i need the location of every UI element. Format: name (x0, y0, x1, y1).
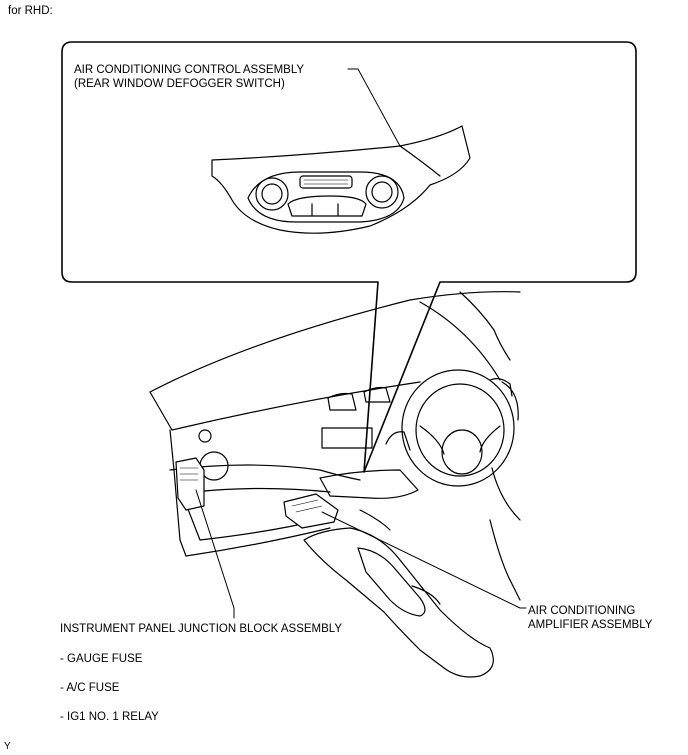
junction-block-item: - IG1 NO. 1 RELAY (60, 711, 159, 723)
amplifier-label-line1: AIR CONDITIONING (528, 605, 636, 617)
ac-control-leader (347, 68, 401, 147)
ac-control-label-line2: (REAR WINDOW DEFOGGER SWITCH) (74, 78, 285, 90)
junction-block-title: INSTRUMENT PANEL JUNCTION BLOCK ASSEMBLY (60, 623, 343, 635)
amplifier-leader (321, 511, 527, 609)
dashboard-drawing (149, 291, 521, 678)
callout-box (61, 41, 637, 473)
junction-block-leader (195, 489, 235, 619)
amplifier-label-line2: AMPLIFIER ASSEMBLY (528, 619, 653, 631)
ac-control-panel-drawing (211, 125, 471, 234)
ac-control-label-line1: AIR CONDITIONING CONTROL ASSEMBLY (74, 64, 305, 76)
junction-block-item: - A/C FUSE (60, 682, 120, 694)
figure-code: Y (4, 741, 11, 752)
junction-block-item: - GAUGE FUSE (60, 653, 143, 665)
diagram-heading: for RHD: (8, 5, 53, 17)
